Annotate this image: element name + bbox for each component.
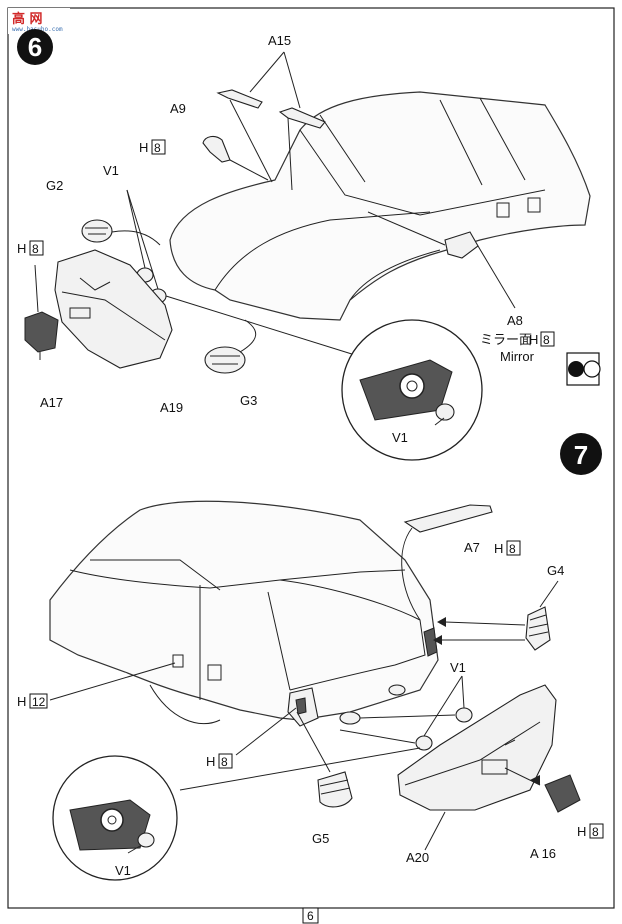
step-7-badge: 7	[560, 433, 602, 475]
foglight-g3	[204, 319, 257, 374]
label-h8-top6: H 8	[139, 139, 166, 155]
step-7-number: 7	[574, 440, 588, 470]
detail-circle-step6	[341, 319, 483, 461]
label-v1-7: V1	[450, 660, 466, 675]
label-a7: A7	[464, 540, 480, 555]
svg-text:H: H	[494, 541, 503, 556]
svg-text:H: H	[139, 140, 148, 155]
tail-lamp-left	[287, 687, 319, 727]
watermark-text: 高 网	[12, 11, 43, 27]
tail-lamp-right	[423, 627, 438, 657]
spoiler-a7	[401, 504, 493, 621]
label-h12: H 12	[17, 693, 48, 709]
svg-text:ミラー面: ミラー面	[480, 332, 532, 347]
svg-text:H: H	[529, 332, 538, 347]
step-6-number: 6	[28, 32, 42, 62]
mirror-a9	[202, 135, 269, 181]
label-h8-right7: H 8	[577, 823, 604, 839]
step-6-badge: 6	[17, 29, 53, 65]
label-a20: A20	[406, 850, 429, 865]
label-a8: A8	[507, 313, 523, 328]
label-a19: A19	[160, 400, 183, 415]
plate-a17	[24, 264, 59, 360]
car-body-rear	[49, 500, 439, 725]
label-a9: A9	[170, 101, 186, 116]
svg-text:8: 8	[32, 242, 39, 256]
svg-text:8: 8	[509, 542, 516, 556]
svg-text:H: H	[17, 241, 26, 256]
label-v1-detail7: V1	[115, 863, 131, 878]
label-mirror-face: ミラー面 H 8	[480, 331, 555, 347]
label-h8-top7: H 8	[494, 540, 521, 556]
page-number: 6	[302, 907, 319, 924]
label-mirror-en: Mirror	[500, 349, 535, 364]
label-a16: A 16	[530, 846, 556, 861]
car-body-front	[169, 91, 591, 321]
plate-a16	[530, 774, 581, 813]
svg-text:8: 8	[221, 755, 228, 769]
label-g4: G4	[547, 563, 564, 578]
svg-text:8: 8	[154, 141, 161, 155]
svg-text:H: H	[206, 754, 215, 769]
svg-text:H: H	[577, 824, 586, 839]
label-g3: G3	[240, 393, 257, 408]
lens-g4	[433, 580, 559, 651]
front-bumper-a19	[54, 249, 173, 369]
label-g5: G5	[312, 831, 329, 846]
svg-text:8: 8	[592, 825, 599, 839]
label-a15: A15	[268, 33, 291, 48]
svg-text:H: H	[17, 694, 26, 709]
svg-text:6: 6	[307, 909, 314, 923]
wiper-a15	[216, 51, 326, 191]
label-g2: G2	[46, 178, 63, 193]
mirror-surface-icon	[566, 352, 601, 386]
label-h8-mid7: H 8	[206, 753, 233, 769]
detail-circle-step7	[52, 755, 178, 881]
headlight-g2	[81, 219, 161, 246]
label-v1: V1	[103, 163, 119, 178]
svg-text:12: 12	[32, 695, 46, 709]
label-a17: A17	[40, 395, 63, 410]
v1-parts-step7	[179, 675, 473, 791]
label-v1-detail6: V1	[392, 430, 408, 445]
label-h8-left6: H 8	[17, 240, 44, 256]
mirror-a8	[367, 211, 516, 309]
lens-g5	[296, 711, 353, 808]
rear-bumper-a20	[397, 684, 557, 811]
svg-text:8: 8	[543, 333, 550, 347]
